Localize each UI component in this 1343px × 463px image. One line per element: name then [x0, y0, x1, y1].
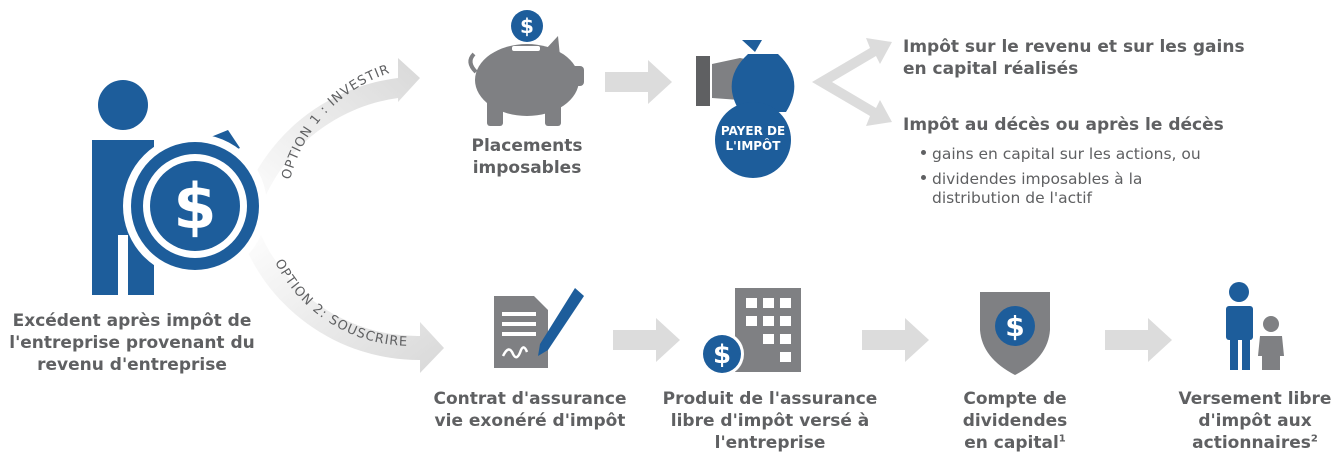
- cda-label: Compte de dividendes en capital1: [940, 388, 1090, 454]
- branch-arrows: [812, 38, 892, 126]
- pay-tax-line: PAYER DE: [720, 124, 786, 138]
- bullet-dot: [921, 150, 926, 155]
- tax-bullet-text: dividendes imposables à la: [932, 170, 1143, 188]
- proceeds-label-line: libre d'impôt versé à: [670, 411, 870, 431]
- piggy-label: Placements imposables: [452, 135, 602, 179]
- start-label-line: Excédent après impôt de: [12, 311, 252, 331]
- bullet-dot: [921, 175, 926, 180]
- payout-label: Versement libre d'impôt aux actionnaires…: [1170, 388, 1340, 454]
- tax-bullet: gains en capital sur les actions, ou: [921, 145, 1321, 164]
- option2-band: [238, 228, 444, 373]
- arrow-building-to-shield: [862, 318, 929, 362]
- footnote-marker: 2: [1310, 433, 1318, 445]
- office-building-icon: $: [700, 288, 801, 376]
- svg-text:$: $: [713, 340, 731, 370]
- cda-label-line: Compte de: [963, 389, 1067, 409]
- arrow-piggy-to-tax: [605, 60, 672, 104]
- pay-tax-badge: [715, 102, 791, 178]
- pay-tax-label: PAYER DE L'IMPÔT: [715, 124, 791, 154]
- shareholders-icon: [1226, 282, 1284, 370]
- start-label: Excédent après impôt de l'entreprise pro…: [2, 310, 262, 376]
- tax-outcome-line: en capital réalisés: [903, 59, 1079, 79]
- arrow-shield-to-people: [1105, 318, 1172, 362]
- signed-contract-icon: [494, 288, 584, 368]
- cda-label-line: en capital: [964, 433, 1059, 453]
- payout-label-line: Versement libre: [1178, 389, 1332, 409]
- arrow-contract-to-building: [613, 318, 680, 362]
- payout-label-line: d'impôt aux: [1198, 411, 1312, 431]
- piggy-label-line: imposables: [472, 158, 582, 178]
- footnote-marker: 1: [1058, 433, 1066, 445]
- svg-text:$: $: [173, 170, 216, 243]
- contract-label-line: Contrat d'assurance: [433, 389, 627, 409]
- tax-outcome-death: Impôt au décès ou après le décès: [903, 115, 1224, 135]
- piggy-label-line: Placements: [471, 136, 583, 156]
- svg-text:$: $: [1005, 310, 1024, 343]
- pay-tax-line: L'IMPÔT: [725, 139, 781, 153]
- proceeds-label-line: Produit de l'assurance: [662, 389, 878, 409]
- proceeds-label-line: l'entreprise: [714, 433, 826, 453]
- piggy-bank-icon: $: [468, 10, 584, 126]
- tax-bullet: dividendes imposables à la distribution …: [921, 170, 1321, 208]
- option1-label: OPTION 1 : INVESTIR: [279, 62, 392, 181]
- svg-text:$: $: [520, 14, 534, 38]
- dollar-shield-icon: $: [980, 292, 1050, 375]
- person-with-dollar-coin-icon: $: [92, 80, 267, 295]
- cda-label-line: dividendes: [962, 411, 1068, 431]
- proceeds-label: Produit de l'assurance libre d'impôt ver…: [650, 388, 890, 454]
- contract-label: Contrat d'assurance vie exonéré d'impôt: [420, 388, 640, 432]
- start-label-line: l'entreprise provenant du: [9, 333, 255, 353]
- hand-money-bag-icon: [696, 40, 795, 112]
- payout-label-line: actionnaires: [1192, 433, 1311, 453]
- tax-bullet-text: distribution de l'actif: [932, 189, 1092, 207]
- tax-outcome-line: Impôt sur le revenu et sur les gains: [903, 37, 1245, 57]
- start-label-line: revenu d'entreprise: [37, 355, 227, 375]
- option1-band: [238, 58, 420, 215]
- tax-outcome-income: Impôt sur le revenu et sur les gains en …: [903, 36, 1323, 80]
- tax-bullet-text: gains en capital sur les actions, ou: [932, 145, 1201, 163]
- contract-label-line: vie exonéré d'impôt: [434, 411, 626, 431]
